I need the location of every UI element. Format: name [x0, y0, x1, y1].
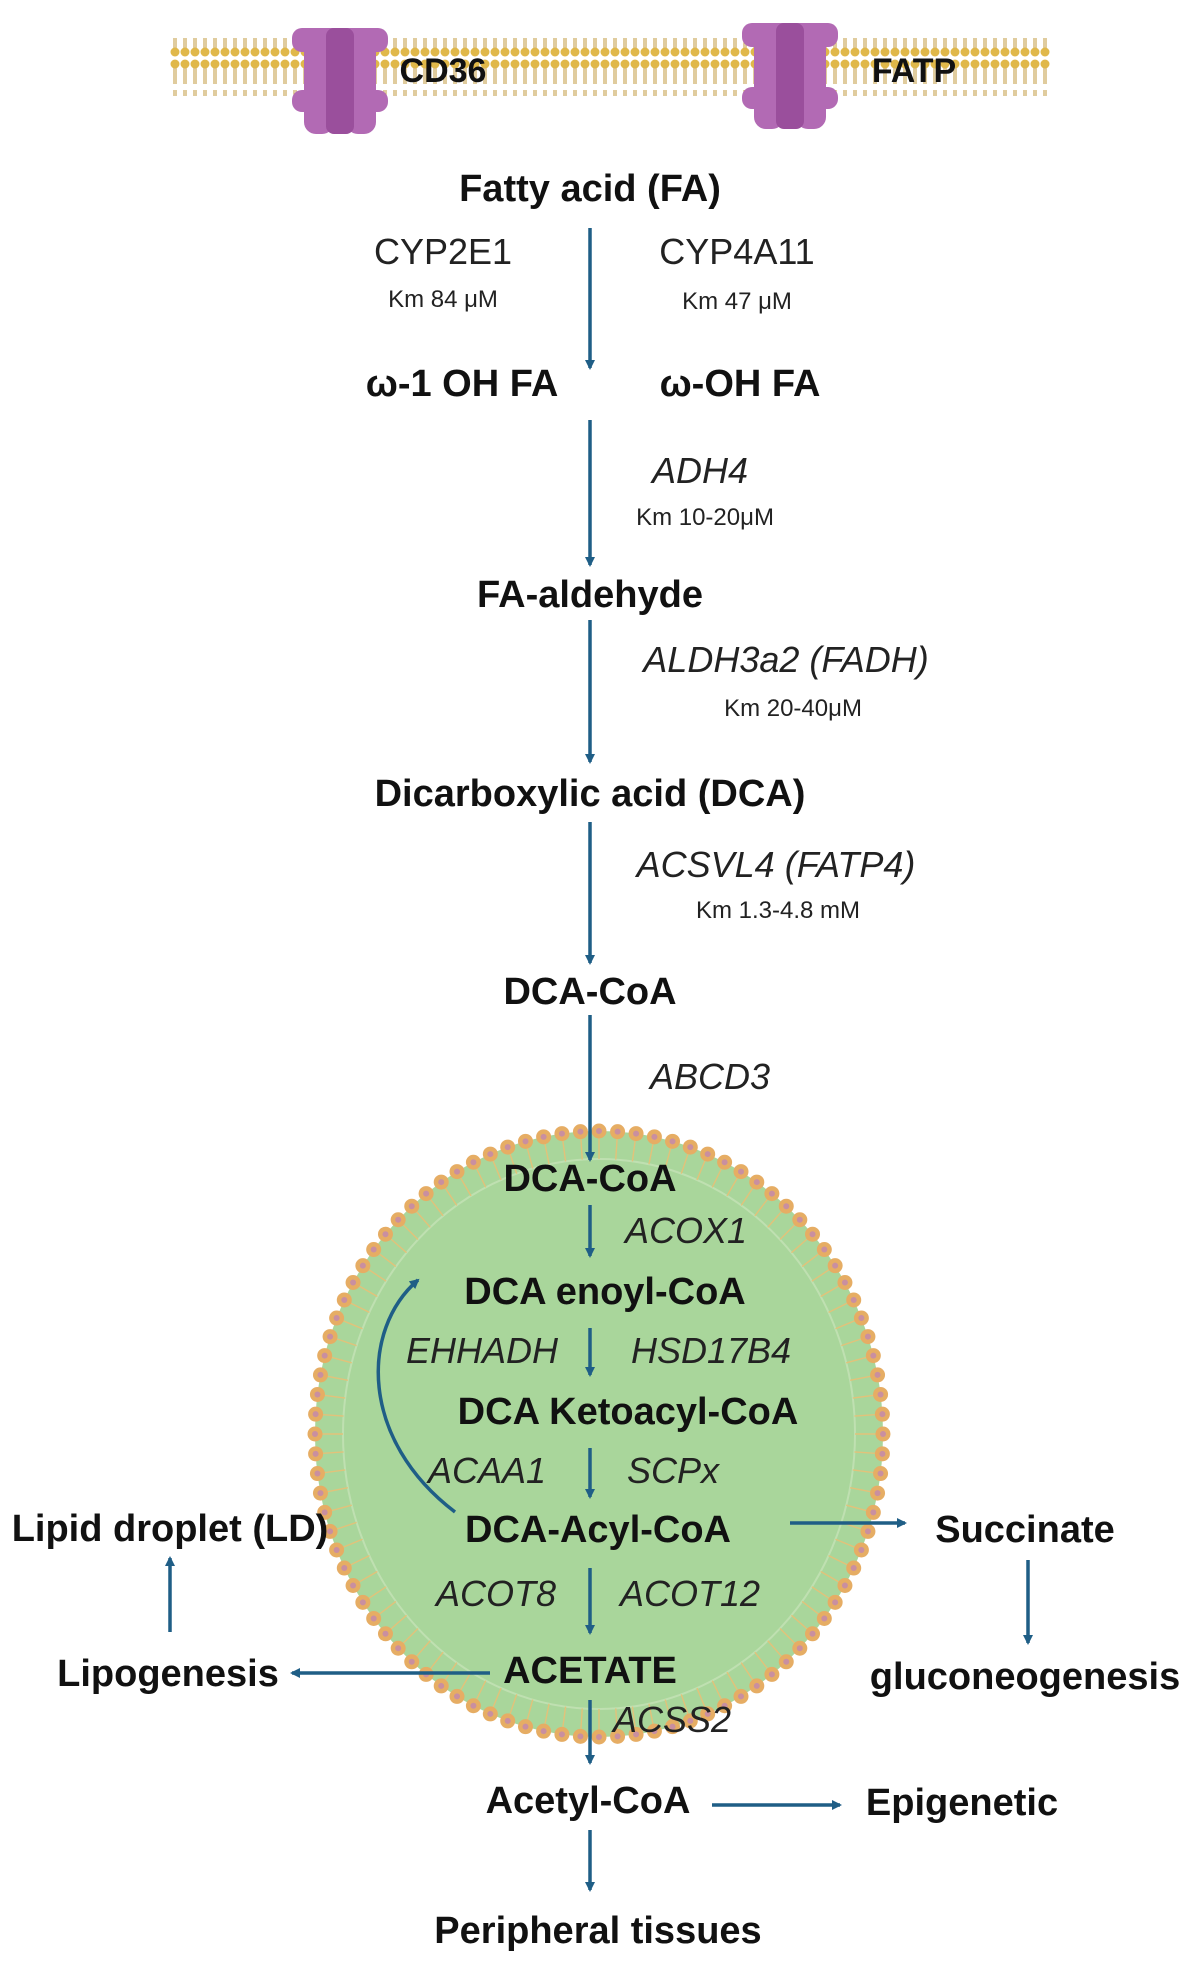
node-dca-acyl-coa: DCA-Acyl-CoA [465, 1509, 731, 1551]
node-lipid-droplet: Lipid droplet (LD) [11, 1508, 329, 1550]
enzyme-acss2: ACSS2 [612, 1699, 732, 1740]
arrow-acyl-cycle-back-to-enoyl [376, 1278, 457, 1514]
enzyme-acaa1: ACAA1 [427, 1450, 547, 1491]
enzyme-adh4-km: Km 10-20μM [636, 504, 774, 531]
enzyme-acot8: ACOT8 [435, 1573, 557, 1614]
node-lipogenesis: Lipogenesis [57, 1653, 279, 1695]
node-acetate: ACETATE [503, 1650, 677, 1692]
node-dicarboxylic-acid: Dicarboxylic acid (DCA) [374, 773, 806, 815]
enzyme-adh4: ADH4 [651, 450, 749, 491]
fatp-transporter-icon [742, 23, 838, 129]
node-peripheral-tissues: Peripheral tissues [434, 1910, 762, 1952]
fatp-label: FATP [871, 52, 957, 90]
node-fatty-acid: Fatty acid (FA) [459, 168, 721, 210]
node-omega-oh-fa: ω-OH FA [659, 363, 821, 405]
enzyme-hsd17b4: HSD17B4 [630, 1330, 792, 1371]
enzyme-aldh3a2: ALDH3a2 (FADH) [643, 639, 929, 680]
enzyme-acox1: ACOX1 [624, 1210, 748, 1251]
enzyme-acsvl4: ACSVL4 (FATP4) [636, 844, 916, 885]
enzyme-abcd3: ABCD3 [649, 1056, 771, 1097]
node-dca-coa-peroxisome: DCA-CoA [503, 1158, 677, 1200]
enzyme-cyp4a11-km: Km 47 μM [682, 288, 792, 315]
enzyme-aldh3a2-km: Km 20-40μM [724, 695, 862, 722]
node-dca-enoyl-coa: DCA enoyl-CoA [464, 1271, 746, 1313]
arrows [165, 228, 1033, 1892]
node-acetyl-coa: Acetyl-CoA [485, 1780, 691, 1822]
enzyme-acsvl4-km: Km 1.3-4.8 mM [695, 897, 861, 924]
enzyme-cyp2e1-km: Km 84 μM [388, 286, 498, 313]
peroxisome [307, 1123, 891, 1745]
peroxisome-membrane [307, 1123, 891, 1745]
node-succinate: Succinate [935, 1509, 1115, 1551]
node-fa-aldehyde: FA-aldehyde [477, 574, 703, 616]
node-omega1-oh-fa: ω-1 OH FA [365, 363, 559, 405]
enzyme-scpx: SCPx [626, 1450, 720, 1491]
node-dca-ketoacyl-coa: DCA Ketoacyl-CoA [457, 1391, 799, 1433]
cd36-label: CD36 [399, 52, 487, 90]
enzyme-ehhadh: EHHADH [405, 1330, 559, 1371]
node-gluconeogenesis: gluconeogenesis [869, 1656, 1181, 1698]
node-epigenetic: Epigenetic [865, 1782, 1059, 1824]
enzyme-cyp2e1: CYP2E1 [373, 231, 513, 272]
node-dca-coa-cytosol: DCA-CoA [503, 971, 677, 1013]
enzyme-acot12: ACOT12 [619, 1573, 761, 1614]
cd36-transporter-icon [292, 28, 388, 134]
enzyme-cyp4a11: CYP4A11 [659, 231, 815, 272]
